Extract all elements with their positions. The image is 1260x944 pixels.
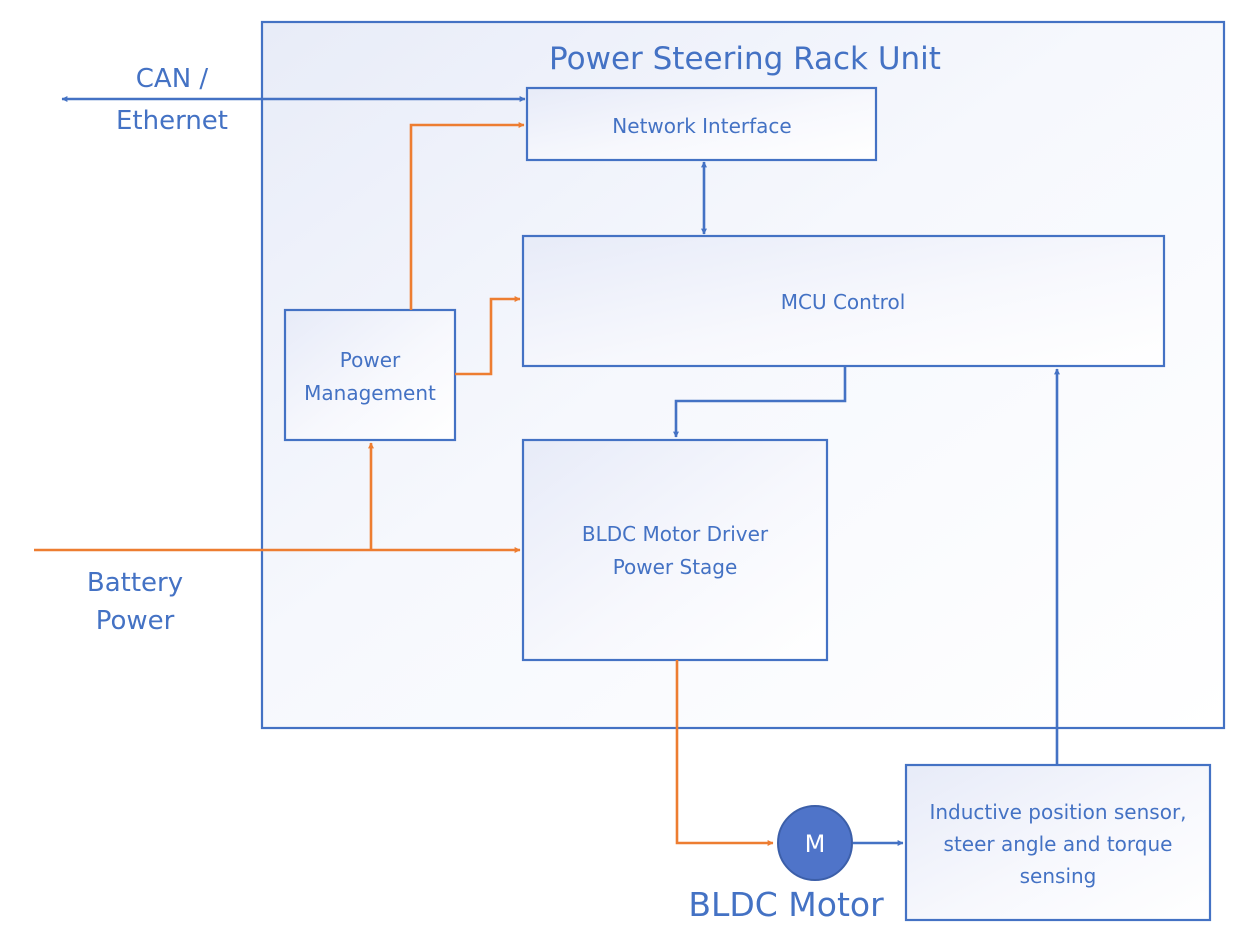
- power-management-box: [283, 308, 457, 442]
- power-management-label-line2: Management: [304, 381, 436, 405]
- motor-driver-box: [521, 438, 829, 662]
- unit-title: Power Steering Rack Unit: [549, 41, 941, 77]
- mcu-control-box: [521, 234, 1166, 368]
- sensor-box: [904, 763, 1212, 922]
- can-ethernet-label-line1: CAN /: [136, 64, 209, 94]
- battery-power-label-line1: Battery: [87, 568, 183, 598]
- motor-driver-label-line1: BLDC Motor Driver: [582, 522, 769, 546]
- battery-power-label-line2: Power: [96, 606, 175, 636]
- sensor-label-line2: steer angle and torque: [944, 832, 1173, 856]
- bldc-motor-label: BLDC Motor: [688, 885, 884, 924]
- bldc-motor-icon: [777, 805, 853, 881]
- motor-symbol: M: [805, 830, 826, 858]
- network-interface-box: [525, 86, 878, 162]
- motor-driver-label-line2: Power Stage: [613, 555, 738, 579]
- can-ethernet-label-line2: Ethernet: [116, 106, 228, 136]
- mcu-to-driver-link: [673, 366, 847, 438]
- sensor-label-line3: sensing: [1020, 864, 1097, 888]
- power-to-mcu-line: [455, 296, 521, 376]
- mcu-control-label: MCU Control: [781, 290, 906, 314]
- driver-to-motor-line: [675, 660, 774, 846]
- power-management-label-line1: Power: [340, 348, 401, 372]
- network-interface-label: Network Interface: [612, 114, 791, 138]
- power-to-network-line: [409, 122, 525, 310]
- sensor-label-line1: Inductive position sensor,: [929, 800, 1186, 824]
